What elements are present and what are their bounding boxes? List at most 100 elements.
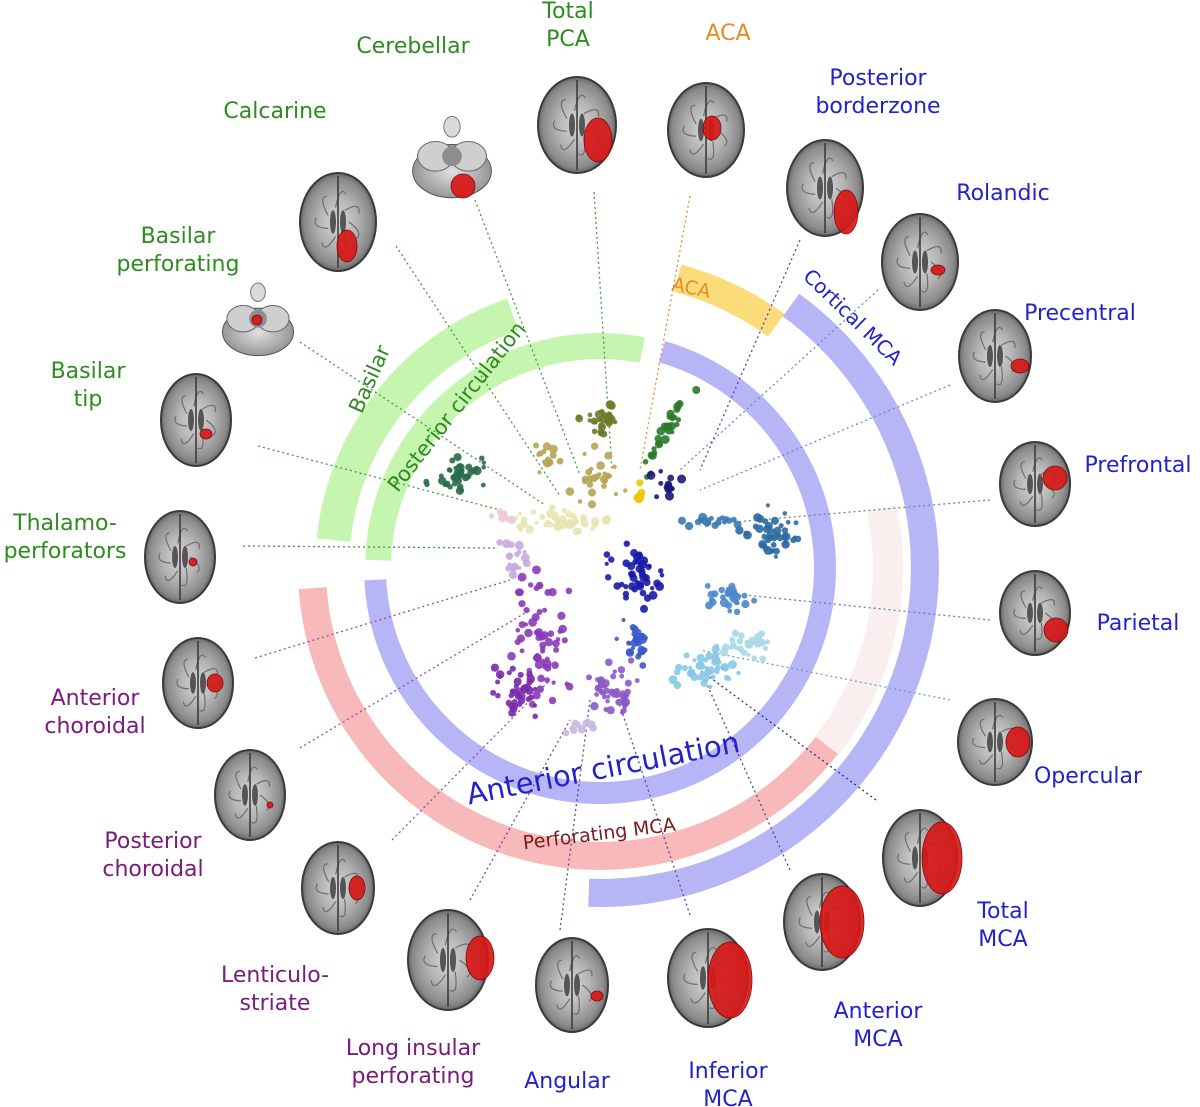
brain-thumbnail-posterior_choroidal	[214, 749, 286, 841]
lesion-cerebellar	[450, 173, 476, 199]
lesion-thalamoperforators	[188, 557, 198, 567]
region-label-line: Lenticulo-	[221, 963, 329, 988]
brain-thumbnail-angular	[535, 937, 609, 1033]
region-label-line: choroidal	[44, 714, 145, 739]
region-label-angular: Angular	[524, 1069, 610, 1094]
brain-thumbnail-basilar_tip	[160, 373, 232, 467]
region-label-line: Basilar	[51, 359, 127, 384]
cluster-total-pca	[565, 442, 628, 509]
region-label-line: Basilar	[141, 224, 217, 249]
cluster-pink	[488, 508, 517, 525]
brain-thumbnail-anterior_choroidal	[162, 637, 234, 729]
cluster-precentral	[678, 512, 742, 531]
leader-line-prefrontal	[699, 499, 991, 526]
region-label-line: perforators	[4, 539, 127, 564]
arc-posterior-circulation	[365, 333, 645, 561]
cluster-parietal	[714, 629, 771, 663]
leader-line-aca	[639, 195, 691, 471]
brain-thumbnail-total_pca	[537, 76, 617, 174]
region-label-aca: ACA	[705, 21, 750, 46]
region-label-long_insular: Long insular perforating	[346, 1036, 481, 1089]
arc-perforating-mca	[298, 587, 838, 870]
region-label-line: Parietal	[1097, 611, 1180, 636]
region-label-line: Opercular	[1034, 764, 1143, 789]
lesion-total_pca	[583, 117, 613, 163]
brain-thumbnails	[144, 76, 1071, 1033]
cluster-inferior-mca	[586, 657, 640, 715]
leader-line-total_pca	[593, 191, 613, 471]
region-label-line: MCA	[853, 1027, 902, 1052]
region-label-line: borderzone	[815, 94, 940, 119]
lesion-posterior_choroidal	[266, 801, 274, 809]
lesion-angular	[590, 990, 604, 1002]
region-label-basilar_perforating: Basilar perforating	[117, 224, 240, 277]
region-label-line: Anterior	[834, 999, 924, 1024]
territory-arcs	[298, 264, 939, 907]
region-label-line: Thalamo-	[12, 511, 117, 536]
region-label-line: MCA	[978, 927, 1027, 952]
arc-anterior-circulation	[364, 341, 836, 804]
region-label-lenticulostriate: Lenticulo-striate	[221, 963, 329, 1016]
lesion-anterior_mca	[819, 885, 865, 959]
cluster-angular	[562, 718, 597, 737]
region-label-line: Long insular	[346, 1036, 481, 1061]
region-label-line: Calcarine	[223, 99, 326, 124]
lesion-parietal	[1043, 617, 1069, 643]
cluster-rolandic	[735, 503, 802, 559]
region-label-line: striate	[240, 991, 311, 1016]
cluster-opercular	[668, 645, 741, 690]
leader-line-posterior_borderzone	[699, 239, 801, 471]
leader-line-long_insular	[469, 719, 571, 901]
brain-thumbnail-opercular	[957, 698, 1033, 786]
lesion-prefrontal	[1042, 465, 1068, 491]
region-label-rolandic: Rolandic	[956, 181, 1049, 206]
cluster-total-mca	[603, 540, 665, 613]
region-label-line: perforating	[117, 252, 240, 277]
lesion-anterior_choroidal	[206, 673, 224, 693]
brain-thumbnail-basilar_perforating	[221, 282, 295, 357]
brain-thumbnail-posterior_borderzone	[786, 139, 864, 237]
arc-faint	[815, 504, 903, 755]
brain-thumbnail-rolandic	[881, 213, 959, 311]
cluster-choroidal	[496, 539, 531, 579]
scatter-clusters	[423, 386, 802, 737]
region-label-line: MCA	[703, 1087, 752, 1107]
cluster-basilar	[423, 453, 487, 495]
lesion-posterior_borderzone	[833, 189, 859, 235]
cluster-aca	[642, 386, 701, 480]
region-label-line: tip	[74, 387, 103, 412]
region-label-line: Total	[976, 899, 1028, 924]
region-label-line: Prefrontal	[1085, 453, 1192, 478]
lesion-total_mca	[921, 821, 963, 895]
region-label-line: Angular	[524, 1069, 610, 1094]
brain-thumbnail-parietal	[999, 570, 1071, 656]
brain-thumbnail-thalamoperforators	[144, 510, 216, 604]
leader-line-precentral	[699, 384, 951, 491]
leader-line-cerebellar	[474, 199, 581, 476]
region-label-line: perforating	[352, 1064, 475, 1089]
leader-line-basilar_perforating	[299, 341, 546, 506]
region-label-line: Total	[541, 0, 593, 24]
lesion-aca	[702, 115, 722, 141]
brain-thumbnail-prefrontal	[999, 441, 1071, 527]
region-label-cerebellar: Cerebellar	[356, 34, 470, 59]
arc-cortical-mca	[588, 293, 939, 907]
region-label-line: PCA	[546, 27, 590, 52]
brain-thumbnail-anterior_mca	[783, 873, 865, 971]
leader-line-parietal	[744, 594, 991, 621]
brain-thumbnail-cerebellar	[412, 115, 492, 199]
lesion-long_insular	[465, 935, 495, 981]
arc-basilar	[316, 298, 519, 542]
brain-thumbnail-long_insular	[407, 909, 495, 1011]
lesion-opercular	[1005, 726, 1031, 758]
cluster-aca-yellow	[633, 479, 646, 504]
region-label-line: Posterior	[104, 829, 202, 854]
